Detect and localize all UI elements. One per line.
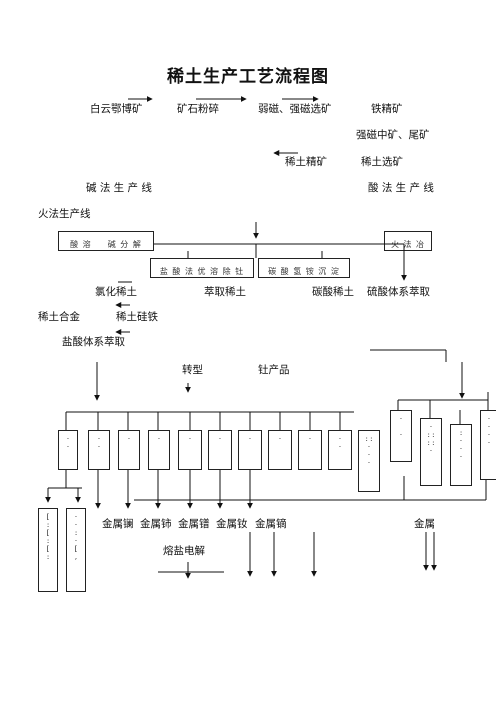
label-sulfate-extract: 硫酸体系萃取 (367, 286, 430, 298)
label-cerium-product: 钍产品 (258, 364, 290, 376)
product-cell-7: · (238, 430, 262, 470)
page-title: 稀土生产工艺流程图 (167, 67, 329, 87)
label-fire-line: 火法生产线 (38, 208, 91, 220)
label-ore-crush: 矿石粉碎 (177, 103, 219, 115)
label-re-concentrate: 稀土精矿 (285, 156, 327, 168)
box-hcl-thorium-removal-label: 盐 酸 法 优 溶 除 钍 (159, 267, 245, 276)
box-hcl-thorium-removal: 盐 酸 法 优 溶 除 钍 (150, 258, 254, 278)
box-fire-process: 火 法 冶 (384, 231, 432, 251)
label-transform: 转型 (182, 364, 203, 376)
product-cell-16: [:[:[: (38, 508, 58, 592)
label-re-alloy: 稀土合金 (38, 311, 80, 323)
label-alkali-line: 碱 法 生 产 线 (86, 182, 152, 194)
product-cell-11: : :··· (358, 430, 380, 492)
product-cell-2: ·· (88, 430, 110, 470)
product-cell-3: · (118, 430, 140, 470)
label-metal-right: 金属 (414, 518, 435, 530)
label-acid-line: 酸 法 生 产 线 (368, 182, 434, 194)
box-acid-alkali-decomp-label: 酸 溶 碱 分 解 (70, 240, 142, 249)
label-hcl-extract: 盐酸体系萃取 (62, 336, 125, 348)
label-metal-nd: 金属钕 (216, 518, 248, 530)
product-cell-8: · (268, 430, 292, 470)
product-cell-10: ·· (328, 430, 352, 470)
product-cell-13: ·: :: :· (420, 418, 442, 486)
product-cell-12: ·· (390, 410, 412, 462)
box-ammonium-bicarbonate: 碳 酸 氢 铵 沉 淀 (258, 258, 350, 278)
product-cell-14: :··· (450, 424, 472, 486)
product-cell-1: ·· (58, 430, 78, 470)
product-cell-17: ··:·[, (66, 508, 86, 592)
label-re-flotation: 稀土选矿 (361, 156, 403, 168)
product-cell-9: · (298, 430, 322, 470)
label-iron-concentrate: 铁精矿 (371, 103, 403, 115)
label-metal-ce: 金属铈 (140, 518, 172, 530)
label-metal-sm: 金属镝 (255, 518, 287, 530)
label-extract-re: 萃取稀土 (204, 286, 246, 298)
label-re-ferrosilicon: 稀土硅铁 (116, 311, 158, 323)
box-ammonium-bicarbonate-label: 碳 酸 氢 铵 沉 淀 (268, 267, 340, 276)
product-cell-5: · (178, 430, 202, 470)
product-cell-15: ···· (480, 410, 496, 480)
label-molten-salt: 熔盐电解 (163, 545, 205, 557)
box-acid-alkali-decomp: 酸 溶 碱 分 解 (58, 231, 154, 251)
label-re-chloride: 氯化稀土 (95, 286, 137, 298)
label-weak-strong-separation: 弱磁、强磁选矿 (258, 103, 332, 115)
product-cell-6: · (208, 430, 232, 470)
label-metal-pr: 金属镨 (178, 518, 210, 530)
label-strong-mag-tailings: 强磁中矿、尾矿 (356, 129, 430, 141)
product-cell-4: · (148, 430, 170, 470)
label-baiyun-ore: 白云鄂博矿 (90, 103, 143, 115)
label-re-carbonate: 碳酸稀土 (312, 286, 354, 298)
box-fire-process-label: 火 法 冶 (390, 240, 426, 249)
label-metal-la: 金属镧 (102, 518, 134, 530)
